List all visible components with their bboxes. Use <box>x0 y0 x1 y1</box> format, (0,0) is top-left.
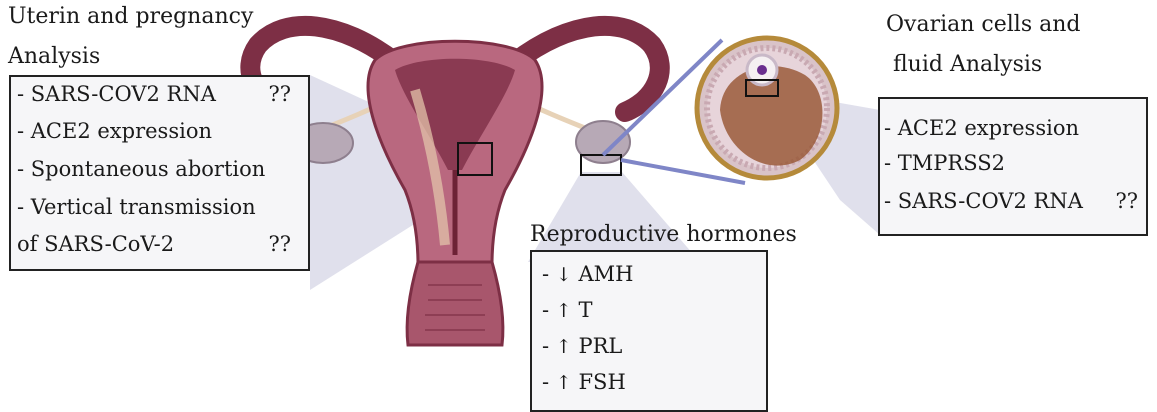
hormones-box: - ↓ AMH - ↑ T - ↑ PRL - ↑ FSH <box>530 250 768 412</box>
ovarian-item-3-text: - SARS-COV2 RNA <box>884 189 1083 213</box>
hormone-row-fsh: - ↑ FSH <box>542 368 626 396</box>
arrow-up-icon: ↑ <box>556 369 572 397</box>
ovarian-item-2-text: - TMPRSS2 <box>884 151 1005 175</box>
ovarian-title-line2: fluid Analysis <box>893 50 1042 80</box>
uterine-item-3-text: - Spontaneous abortion <box>17 157 265 181</box>
ovarian-title-line1: Ovarian cells and <box>886 10 1080 40</box>
uterine-title-line1: Uterin and pregnancy <box>8 2 253 32</box>
uterine-analysis-box: - SARS-COV2 RNA ?? - ACE2 expression - S… <box>9 75 310 271</box>
uterine-item-3: - Spontaneous abortion <box>17 154 265 184</box>
ovarian-item-2: - TMPRSS2 <box>884 148 1005 178</box>
uterine-item-4: - Vertical transmission <box>17 192 256 222</box>
arrow-up-icon: ↑ <box>556 333 572 361</box>
hormone-row-t: - ↑ T <box>542 296 593 324</box>
ovarian-item-1-text: - ACE2 expression <box>884 116 1079 140</box>
hormone-t-dash: - <box>542 298 549 322</box>
hormone-row-prl: - ↑ PRL <box>542 332 622 360</box>
cervix-and-vagina <box>407 262 503 345</box>
hormone-prl-dash: - <box>542 334 549 358</box>
hormone-amh-dash: - <box>542 262 549 286</box>
oocyte-nucleus <box>757 65 767 75</box>
uterine-item-1-text: - SARS-COV2 RNA <box>17 82 216 106</box>
uterine-item-5-text: of SARS-CoV-2 <box>17 232 174 256</box>
hormone-amh-label: AMH <box>578 262 633 286</box>
ovarian-item-1: - ACE2 expression <box>884 113 1079 143</box>
hormones-title: Reproductive hormones <box>530 220 797 250</box>
ovarian-item-3: - SARS-COV2 RNA ?? <box>884 186 1140 216</box>
ovarian-analysis-box: - ACE2 expression - TMPRSS2 - SARS-COV2 … <box>878 97 1148 236</box>
arrow-up-icon: ↑ <box>556 297 572 325</box>
uterine-item-4-text: - Vertical transmission <box>17 195 256 219</box>
uterine-item-2-text: - ACE2 expression <box>17 119 212 143</box>
uterine-item-5-mark: ?? <box>268 229 291 259</box>
uterine-title-line2: Analysis <box>8 42 100 72</box>
uterine-item-1-mark: ?? <box>268 79 291 109</box>
uterine-item-5: of SARS-CoV-2 ?? <box>17 229 301 259</box>
hormone-row-amh: - ↓ AMH <box>542 260 633 288</box>
hormone-fsh-dash: - <box>542 370 549 394</box>
uterine-item-2: - ACE2 expression <box>17 116 212 146</box>
ovarian-item-3-mark: ?? <box>1115 186 1138 216</box>
hormone-t-label: T <box>578 298 592 322</box>
arrow-down-icon: ↓ <box>556 261 572 289</box>
uterine-item-1: - SARS-COV2 RNA ?? <box>17 79 301 109</box>
hormone-fsh-label: FSH <box>578 370 625 394</box>
hormone-prl-label: PRL <box>578 334 622 358</box>
